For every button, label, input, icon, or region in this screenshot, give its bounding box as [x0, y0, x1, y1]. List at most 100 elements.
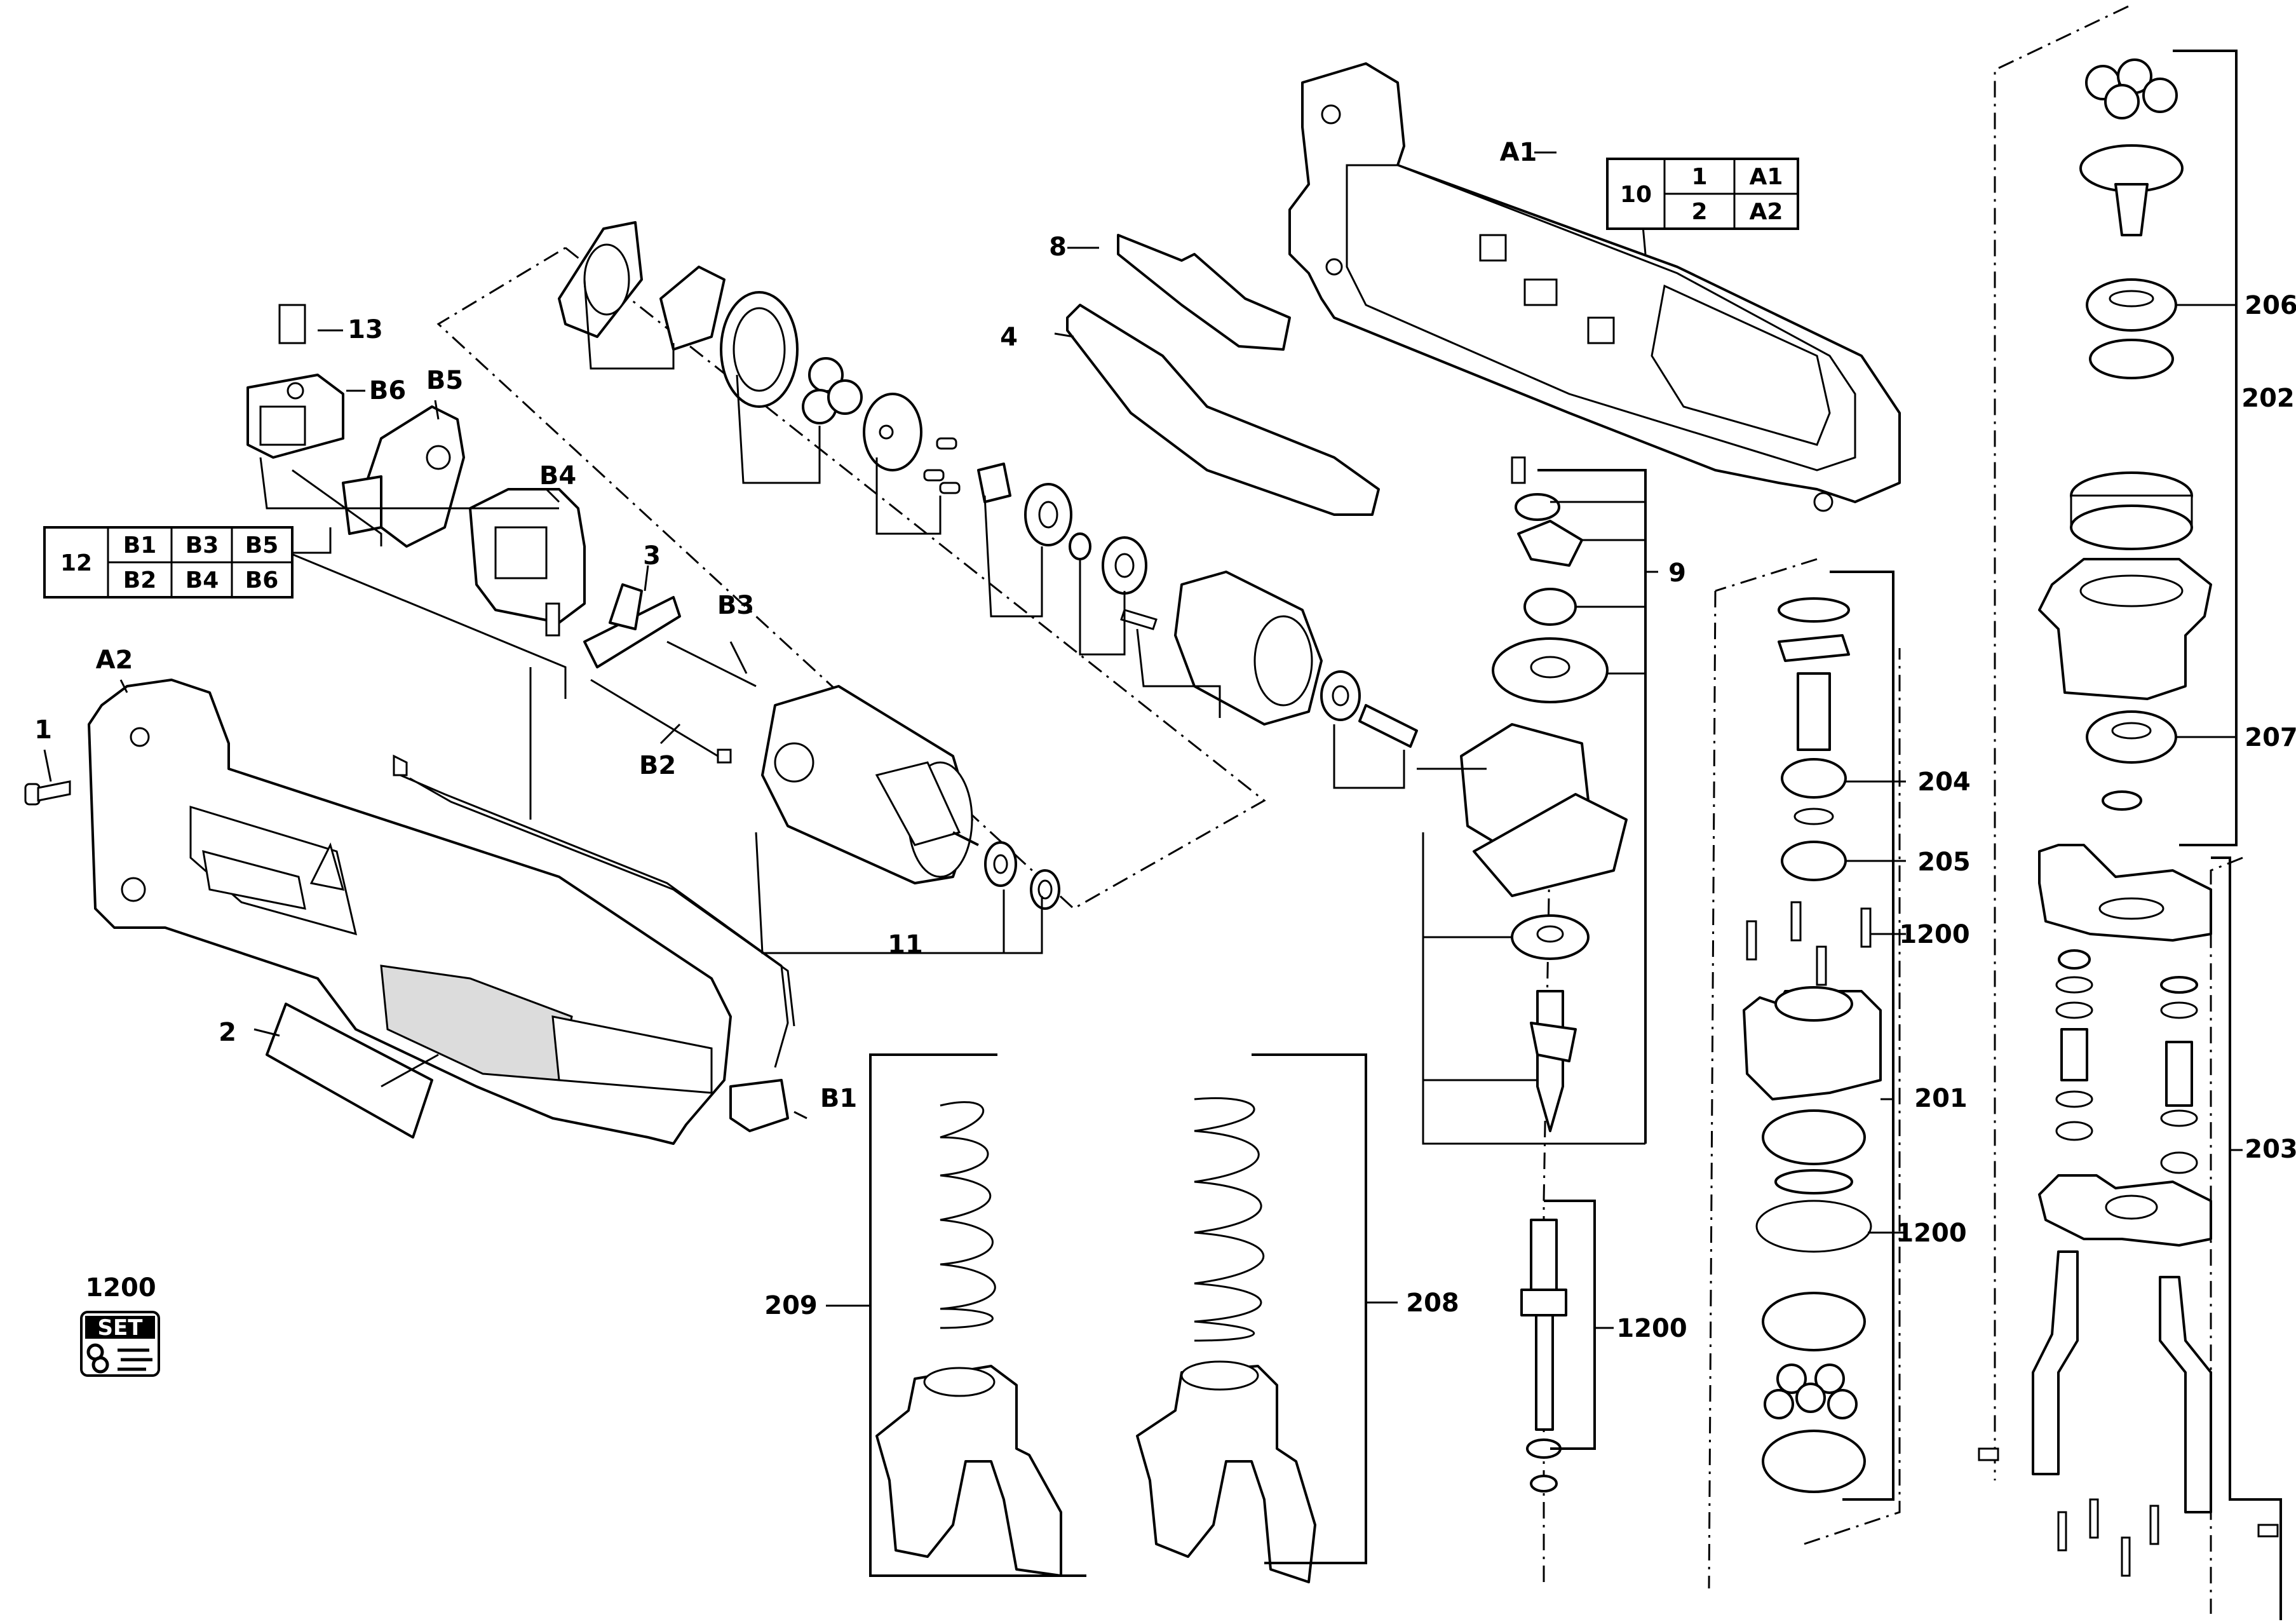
- label-208: 208: [1406, 1289, 1459, 1318]
- bracket-1200-shaft: [1544, 1200, 1614, 1450]
- carrier-pins: [923, 437, 961, 494]
- gear-set-top: [2085, 58, 2178, 119]
- spindle-bush: [1024, 483, 1072, 546]
- table-12-cell: B4: [186, 567, 219, 593]
- label-1200: 1200: [1899, 920, 1969, 949]
- circlip: [2089, 339, 2174, 379]
- direction-lever-3: [583, 583, 681, 668]
- label-202: 202: [2241, 384, 2295, 413]
- label-11: 11: [888, 930, 923, 959]
- label-b2: B2: [639, 751, 676, 780]
- label-13: 13: [348, 315, 383, 344]
- label-1: 1: [34, 715, 52, 745]
- label-8: 8: [1049, 233, 1067, 262]
- bracket-202: [2173, 50, 2238, 846]
- seal-stack-right: [2160, 976, 2198, 1174]
- ring-gear-202: [2070, 471, 2193, 550]
- table-10-cell: 2: [1691, 199, 1707, 225]
- label-b5: B5: [426, 366, 463, 395]
- depth-guide-209: [875, 1365, 1062, 1577]
- table-10-cell: 1: [1691, 164, 1707, 190]
- gearbox-end-cap: [558, 221, 643, 338]
- screw-1: [24, 780, 71, 806]
- leader-lines: [43, 151, 1647, 1145]
- table-12-cell: B6: [245, 567, 279, 593]
- head-group-9: [1460, 456, 1628, 1132]
- paddle-switch-4: [1066, 304, 1380, 516]
- column-screws: [1746, 901, 1872, 986]
- column-parts-201: [1743, 597, 1882, 1493]
- table-12-cell: B3: [186, 532, 219, 558]
- gear-housing-202: [2038, 558, 2212, 700]
- screw-icon: [118, 1348, 152, 1371]
- label-206: 206: [2245, 291, 2296, 320]
- pinion-shaft: [1358, 704, 1418, 748]
- spring-13: [278, 304, 306, 344]
- mounting-plate: [2038, 1174, 2212, 1247]
- table-10-key: 10: [1620, 182, 1652, 208]
- table-10-cell: A2: [1750, 199, 1783, 225]
- base-plate-203: [2038, 844, 2212, 942]
- planet-carrier: [863, 393, 922, 471]
- bracket-9: [1537, 469, 1658, 1144]
- motor-bearing: [984, 841, 1017, 887]
- table-10: 10 1 A1 2 A2: [1606, 158, 1799, 230]
- motor-11: [761, 685, 979, 884]
- table-12-key: 12: [60, 550, 92, 576]
- gear-plate: [659, 266, 726, 351]
- spring-209: [940, 1101, 996, 1329]
- bearing-206: [2086, 278, 2177, 332]
- label-b4: B4: [539, 461, 576, 491]
- spring-208: [1194, 1097, 1265, 1342]
- sun-gear: [977, 463, 1011, 503]
- label-b3: B3: [717, 591, 754, 620]
- label-209: 209: [764, 1291, 818, 1320]
- contact-rods-b2-b3: [590, 640, 757, 764]
- label-204: 204: [1917, 768, 1971, 797]
- pipe-screws: [1978, 1447, 2279, 1577]
- wire-harness-b1: [393, 754, 795, 1132]
- set-badge: 1200 SET: [80, 1273, 160, 1377]
- set-badge-number: 1200: [85, 1273, 156, 1303]
- washer: [1320, 670, 1361, 721]
- label-3: 3: [643, 541, 661, 571]
- label-b6: B6: [369, 376, 406, 405]
- gear-housing: [1174, 571, 1323, 726]
- bearing-207: [2086, 710, 2177, 764]
- label-a2: A2: [96, 646, 133, 675]
- label-2: 2: [219, 1018, 236, 1047]
- part-labels: A1 A2 B1 B2 B3 B4 B5 B6 1 2 3 4 8 9 11 1…: [34, 138, 2296, 1343]
- label-207: 207: [2245, 723, 2296, 752]
- label-b1: B1: [820, 1084, 857, 1113]
- table-12-cell: B5: [245, 532, 279, 558]
- trigger-switch-b4: [469, 488, 586, 637]
- water-pipes: [2032, 1250, 2212, 1513]
- paddle-lock-8: [1117, 234, 1291, 351]
- table-12-cell: B1: [123, 532, 157, 558]
- table-12-cell: B2: [123, 567, 157, 593]
- speed-control-b5: [342, 405, 465, 548]
- label-205: 205: [1917, 848, 1971, 877]
- snap-ring: [2102, 790, 2142, 811]
- planet-carrier-top: [2079, 144, 2184, 236]
- housing-half-a2: [88, 679, 732, 1145]
- motor-pinion: [1030, 869, 1060, 910]
- label-201: 201: [1914, 1084, 1968, 1113]
- bracket-201: [1830, 571, 1906, 1501]
- label-1200: 1200: [1896, 1219, 1966, 1248]
- depth-guide-208: [1136, 1360, 1316, 1583]
- label-9: 9: [1668, 558, 1686, 588]
- label-1200: 1200: [1616, 1314, 1687, 1343]
- housing-half-a1: [1288, 62, 1901, 512]
- planet-gears: [802, 357, 863, 424]
- bearing: [1102, 536, 1147, 595]
- ring-gear: [720, 291, 799, 408]
- retaining-ring: [1069, 532, 1091, 560]
- small-screw: [1120, 609, 1158, 630]
- switch-module-b6: [246, 374, 344, 459]
- bracket-208: [1252, 1053, 1398, 1564]
- table-12: 12 B1 B3 B5 B2 B4 B6: [43, 526, 332, 599]
- bracket-209: [826, 1053, 1086, 1577]
- label-4: 4: [1000, 323, 1018, 352]
